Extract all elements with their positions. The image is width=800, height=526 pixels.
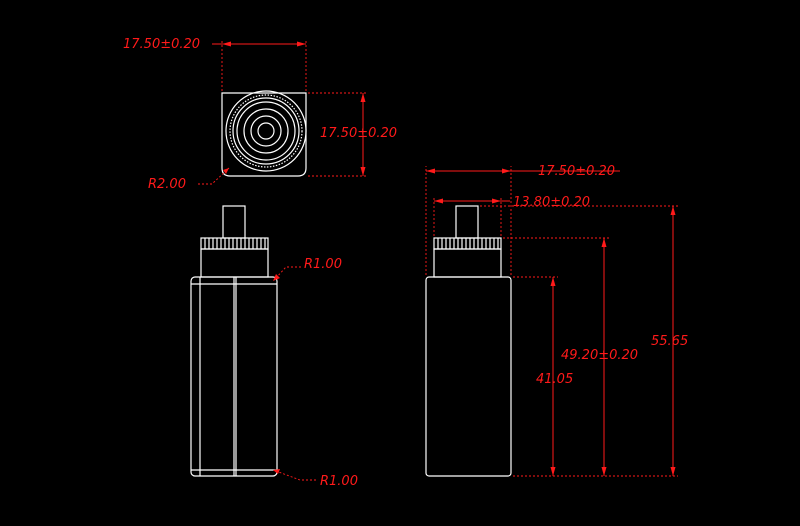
total-height-dimension: 55.65 bbox=[651, 334, 688, 349]
side-nozzle bbox=[455, 205, 479, 239]
front-bottom-radius: R1.00 bbox=[320, 474, 358, 489]
top-corner-radius: R2.00 bbox=[148, 177, 186, 192]
top-view: 17.50±0.20 17.50±0.20 R2.00 bbox=[123, 37, 397, 192]
side-width-dimension: 17.50±0.20 bbox=[538, 164, 615, 179]
top-view-ring-2 bbox=[232, 97, 300, 165]
top-view-outline bbox=[221, 92, 307, 177]
side-body bbox=[425, 276, 512, 477]
top-width-dimension: 17.50±0.20 bbox=[123, 37, 200, 52]
top-view-ring-hole bbox=[257, 122, 275, 140]
front-top-radius: R1.00 bbox=[304, 257, 342, 272]
body-height-dimension: 41.05 bbox=[536, 372, 573, 387]
side-nozzle-dimension: 13.80±0.20 bbox=[513, 195, 590, 210]
side-cap-knurl bbox=[433, 237, 502, 250]
side-view: 17.50±0.20 13.80±0.20 41.05 49.20±0.20 5… bbox=[425, 164, 688, 477]
side-cap-skirt bbox=[433, 248, 502, 278]
top-view-ring-outer bbox=[225, 90, 307, 172]
top-view-ring-knurl bbox=[229, 94, 303, 168]
front-cap-knurl bbox=[200, 237, 269, 250]
shoulder-height-dimension: 49.20±0.20 bbox=[561, 348, 638, 363]
top-view-ring-4 bbox=[243, 108, 289, 154]
top-view-ring-5 bbox=[250, 115, 282, 147]
front-cap-skirt bbox=[200, 248, 269, 278]
front-view: R1.00 R1.00 bbox=[190, 205, 358, 489]
top-height-dimension: 17.50±0.20 bbox=[320, 126, 397, 141]
top-view-ring-3 bbox=[236, 101, 296, 161]
front-nozzle bbox=[222, 205, 246, 239]
